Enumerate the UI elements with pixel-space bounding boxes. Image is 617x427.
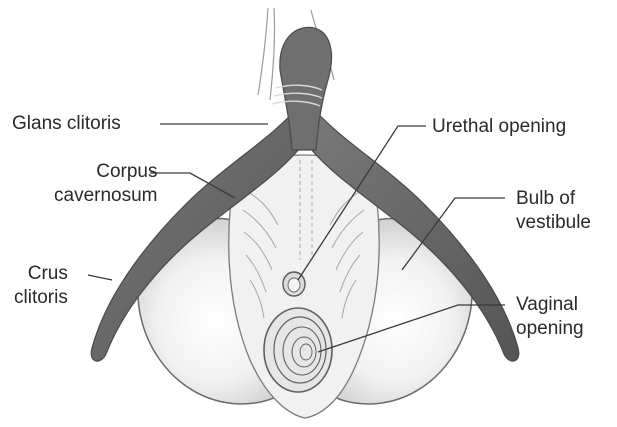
label-corpus-cavernosum: Corpus cavernosum bbox=[54, 160, 158, 208]
label-urethral-opening-text: Urethal opening bbox=[432, 115, 566, 139]
label-vaginal-line2: opening bbox=[516, 317, 584, 341]
leader-crus bbox=[88, 275, 112, 280]
label-crus-line1: Crus bbox=[14, 262, 68, 286]
label-crus-line2: clitoris bbox=[14, 286, 68, 310]
vaginal-opening-shape bbox=[264, 308, 332, 392]
label-vaginal-opening: Vaginal opening bbox=[516, 293, 584, 341]
label-glans-clitoris-text: Glans clitoris bbox=[12, 112, 121, 136]
label-corpus-line2: cavernosum bbox=[54, 184, 158, 208]
label-vaginal-line1: Vaginal bbox=[516, 293, 584, 317]
label-urethral-opening: Urethal opening bbox=[432, 115, 566, 139]
label-corpus-line1: Corpus bbox=[54, 160, 158, 184]
label-glans-clitoris: Glans clitoris bbox=[12, 112, 121, 136]
label-bulb-line1: Bulb of bbox=[516, 187, 591, 211]
label-bulb-of-vestibule: Bulb of vestibule bbox=[516, 187, 591, 235]
urethral-opening-shape bbox=[283, 272, 305, 296]
label-crus-clitoris: Crus clitoris bbox=[14, 262, 68, 310]
label-bulb-line2: vestibule bbox=[516, 211, 591, 235]
